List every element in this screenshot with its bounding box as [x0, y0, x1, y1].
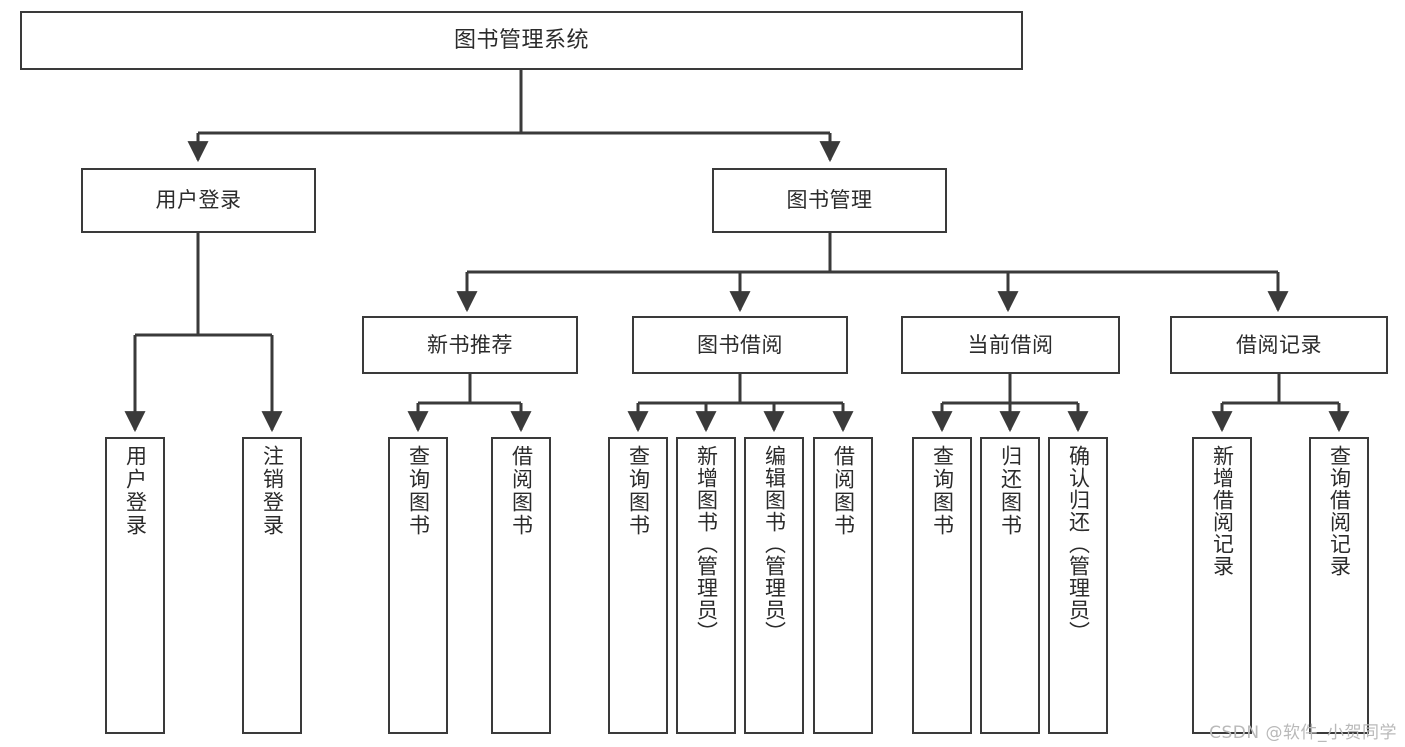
leaf-user-login-logout[interactable]: 注销登录 [242, 437, 302, 734]
node-label: 查询借阅记录 [1327, 445, 1352, 577]
node-label: 编辑图书（管理员） [762, 445, 787, 643]
leaf-borrow-record-query[interactable]: 查询借阅记录 [1309, 437, 1369, 734]
node-label: 新增图书（管理员） [694, 445, 719, 643]
leaf-user-login-login[interactable]: 用户登录 [105, 437, 165, 734]
node-label: 图书管理系统 [453, 27, 589, 53]
node-current-borrow[interactable]: 当前借阅 [901, 316, 1120, 374]
node-new-book-recommend[interactable]: 新书推荐 [362, 316, 578, 374]
leaf-book-borrow-borrow[interactable]: 借阅图书 [813, 437, 873, 734]
node-root-system[interactable]: 图书管理系统 [20, 11, 1023, 70]
leaf-current-borrow-return[interactable]: 归还图书 [980, 437, 1040, 734]
node-label: 注销登录 [260, 445, 285, 537]
node-label: 用户登录 [155, 188, 242, 213]
node-label: 新书推荐 [427, 332, 513, 357]
leaf-borrow-record-add[interactable]: 新增借阅记录 [1192, 437, 1252, 734]
node-label: 确认归还（管理员） [1066, 445, 1091, 643]
leaf-book-borrow-add[interactable]: 新增图书（管理员） [676, 437, 736, 734]
node-label: 借阅图书 [509, 445, 534, 537]
leaf-current-borrow-query[interactable]: 查询图书 [912, 437, 972, 734]
node-label: 查询图书 [930, 445, 955, 537]
node-label: 用户登录 [123, 445, 148, 537]
node-label: 借阅图书 [831, 445, 856, 537]
node-label: 当前借阅 [967, 332, 1054, 357]
leaf-current-borrow-confirm-return[interactable]: 确认归还（管理员） [1048, 437, 1108, 734]
node-book-management[interactable]: 图书管理 [712, 168, 947, 233]
node-label: 借阅记录 [1236, 332, 1322, 357]
node-borrow-record[interactable]: 借阅记录 [1170, 316, 1388, 374]
node-label: 查询图书 [406, 445, 431, 537]
leaf-book-borrow-query[interactable]: 查询图书 [608, 437, 668, 734]
node-label: 新增借阅记录 [1210, 445, 1235, 577]
node-label: 图书借阅 [697, 332, 783, 357]
node-user-login[interactable]: 用户登录 [81, 168, 316, 233]
node-label: 查询图书 [626, 445, 651, 537]
node-label: 图书管理 [786, 188, 873, 213]
leaf-new-book-query[interactable]: 查询图书 [388, 437, 448, 734]
leaf-book-borrow-edit[interactable]: 编辑图书（管理员） [744, 437, 804, 734]
node-label: 归还图书 [998, 445, 1023, 537]
leaf-new-book-borrow[interactable]: 借阅图书 [491, 437, 551, 734]
node-book-borrow[interactable]: 图书借阅 [632, 316, 848, 374]
